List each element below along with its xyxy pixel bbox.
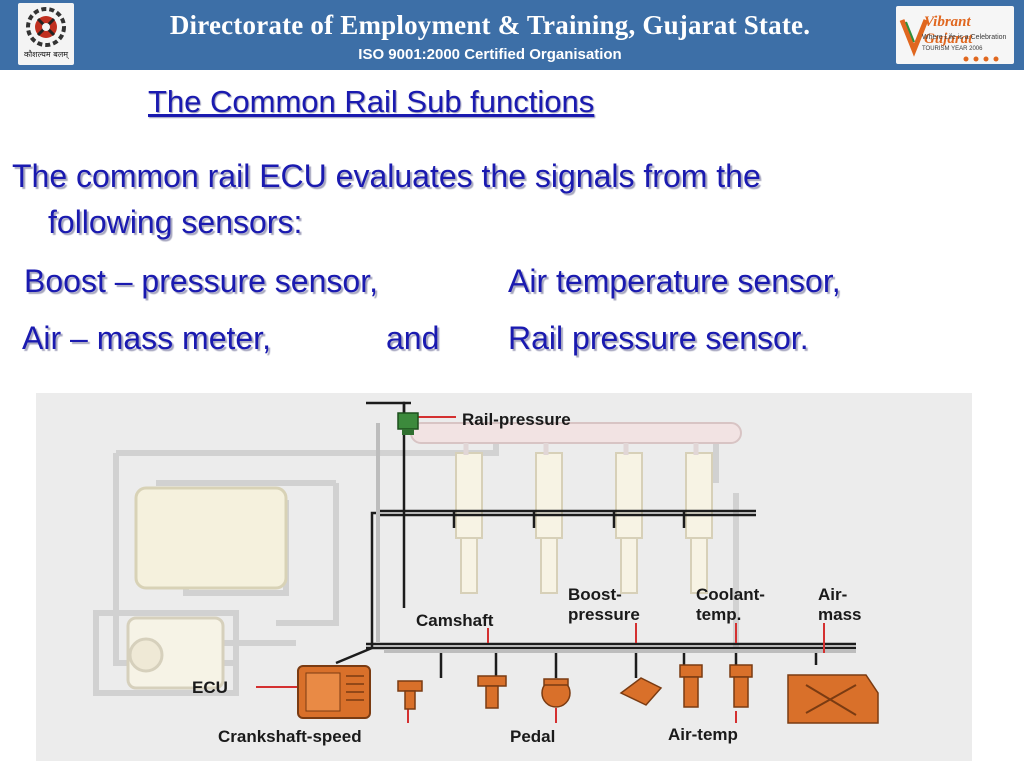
label-camshaft: Camshaft — [416, 611, 494, 630]
logo-small-text: TOURISM YEAR 2006 — [922, 46, 983, 52]
logo-brand: Vibrant Gujarat — [924, 14, 973, 47]
sensor-air-mass: Air – mass meter, — [22, 320, 271, 356]
label-airmass-line1: Air- — [818, 585, 848, 604]
logo-tagline: Where Life is a Celebration — [922, 34, 1007, 41]
label-boost-line2: pressure — [568, 605, 640, 624]
org-title: Directorate of Employment & Training, Gu… — [169, 10, 811, 40]
label-boost-line1: Boost- — [568, 585, 622, 604]
common-rail-diagram: Rail-pressure Camshaft Boost- pressure C… — [36, 393, 972, 761]
label-rail-pressure: Rail-pressure — [462, 410, 571, 429]
slide-title: The Common Rail Sub functions — [148, 84, 595, 119]
det-logo: कौशल्यम बलम् — [18, 3, 74, 65]
sensor-air-temperature: Air temperature sensor, — [508, 263, 841, 299]
sensor-and: and — [386, 320, 440, 356]
label-pedal: Pedal — [510, 727, 556, 746]
intro-line-1: The common rail ECU evaluates the signal… — [12, 158, 761, 194]
vibrant-gujarat-logo: Vibrant Gujarat Where Life is a Celebrat… — [896, 6, 1014, 64]
org-subtitle: ISO 9001:2000 Certified Organisation — [358, 46, 622, 63]
label-coolant-line1: Coolant- — [696, 585, 765, 604]
header-banner: कौशल्यम बलम् Directorate of Employment &… — [0, 0, 1024, 70]
sensor-rail-pressure: Rail pressure sensor. — [508, 320, 809, 356]
label-crankshaft-speed: Crankshaft-speed — [218, 727, 362, 746]
label-ecu: ECU — [192, 678, 228, 697]
intro-line-2: following sensors: — [48, 204, 303, 240]
label-airmass-line2: mass — [818, 605, 862, 624]
label-coolant-line2: temp. — [696, 605, 742, 624]
label-air-temp: Air-temp — [668, 725, 738, 744]
sensor-boost-pressure: Boost – pressure sensor, — [24, 263, 378, 299]
logo-caption: कौशल्यम बलम् — [23, 50, 69, 59]
